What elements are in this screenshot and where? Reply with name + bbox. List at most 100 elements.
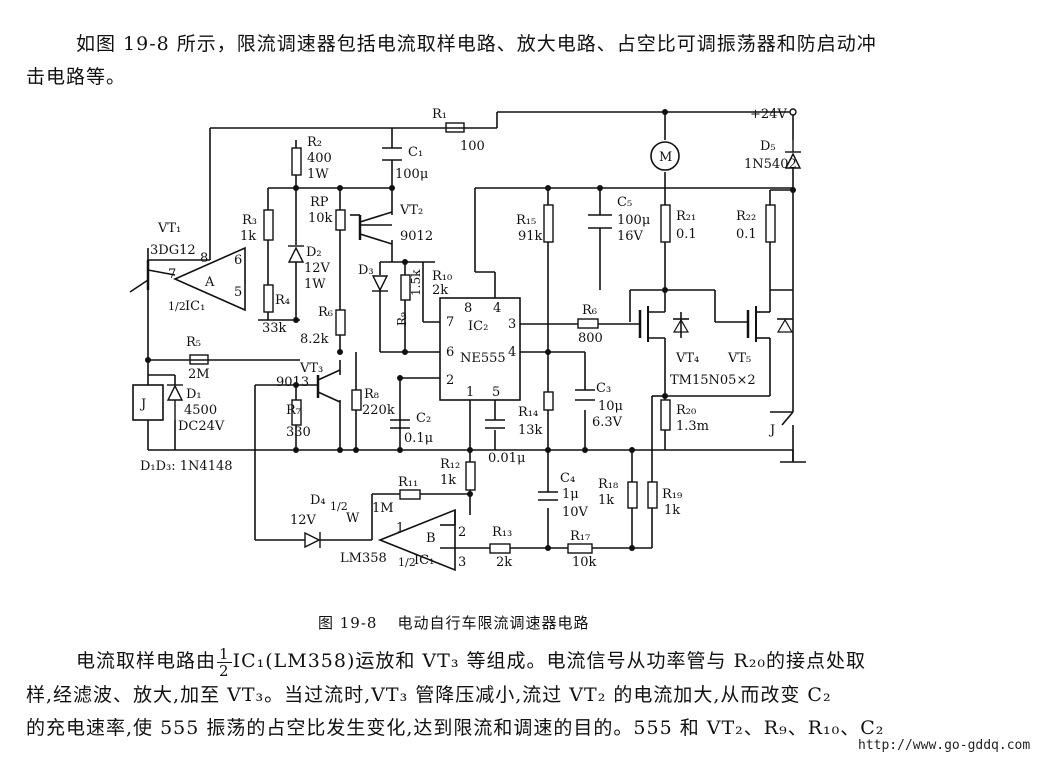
figure-title: 电动自行车限流调速器电路 (397, 614, 590, 632)
label-pin5: 5 (234, 285, 242, 300)
label-r7-value: 330 (286, 425, 311, 440)
label-d2-value: 12V (304, 261, 331, 276)
label-r20: R₂₀ (676, 403, 696, 418)
label-555-pin7: 7 (446, 315, 454, 330)
label-d5-value: 1N5402 (744, 157, 797, 172)
label-c2: C₂ (416, 411, 431, 426)
label-pin3: 3 (458, 555, 466, 570)
label-halfb: 1/2 (398, 556, 416, 569)
label-ic2: IC₂ (468, 319, 488, 334)
label-d4-watt: W (346, 511, 360, 526)
label-c5: C₅ (617, 195, 632, 210)
label-r18: R₁₈ (598, 477, 618, 492)
label-motor: M (659, 150, 672, 165)
label-r6b-value: 8.2k (300, 332, 329, 347)
label-r5-value: 2M (188, 367, 210, 382)
label-rp-value: 10k (308, 211, 333, 226)
label-r12-value: 1k (440, 473, 456, 488)
label-pin8: 8 (200, 251, 208, 266)
label-pin2: 2 (458, 525, 466, 540)
label-r8: R₈ (364, 387, 379, 402)
label-r22: R₂₂ (736, 209, 756, 224)
label-vt3: VT₃ (299, 361, 323, 376)
label-pin1: 1 (396, 521, 404, 536)
label-opamp-a: A (204, 275, 215, 290)
label-r21-value: 0.1 (676, 227, 697, 242)
label-r9: R₉ (395, 312, 409, 326)
label-vt2: VT₂ (399, 203, 423, 218)
label-r2: R₂ (307, 135, 322, 150)
resistors (189, 122, 776, 554)
label-r10: R₁₀ (432, 269, 452, 284)
label-ne555: NE555 (460, 351, 506, 366)
label-r13: R₁₃ (492, 525, 512, 540)
label-r22-value: 0.1 (736, 227, 757, 242)
label-r6-value: 800 (578, 331, 603, 346)
label-d4-value: 12V (290, 513, 317, 528)
intro-line-2: 击电路等。 (26, 66, 127, 88)
junction-dots (145, 108, 797, 551)
label-c4-voltage: 10V (562, 505, 589, 520)
label-d1-value: 4500 (184, 403, 217, 418)
label-vt1-value: 3DG12 (150, 243, 196, 258)
label-r11: R₁₁ (398, 475, 418, 490)
label-opamp-b: B (426, 531, 436, 546)
intro-paragraph: 如图 19-8 所示，限流调速器包括电流取样电路、放大电路、占空比可调振荡器和防… (26, 28, 877, 94)
label-lm358: LM358 (340, 551, 387, 566)
label-r3: R₃ (242, 213, 257, 228)
label-c3-value: 10μ (598, 399, 623, 414)
label-d1-rating: DC24V (178, 419, 225, 434)
label-r4-value: 33k (262, 321, 287, 336)
fraction-denominator: 2 (219, 661, 230, 680)
transistors (129, 211, 794, 403)
label-d5: D₅ (760, 139, 776, 154)
label-r19: R₁₉ (662, 487, 682, 502)
fraction-numerator: 1 (217, 644, 232, 663)
label-rp: RP (310, 195, 329, 210)
label-d2: D₂ (306, 245, 322, 260)
figure-caption: 图 19-8 电动自行车限流调速器电路 (318, 612, 589, 633)
label-vt2-value: 9012 (400, 229, 433, 244)
label-c3-voltage: 6.3V (592, 415, 623, 430)
label-vt1: VT₁ (157, 221, 181, 236)
label-r5: R₅ (186, 335, 201, 350)
component-labels: +24V R₁ 100 R₂ 400 1W C₁ 100μ M D₅ 1N540… (139, 107, 797, 570)
label-d3: D₃ (358, 263, 374, 278)
label-555-pin6: 6 (446, 345, 454, 360)
body-line-2: 样,经滤波、放大,加至 VT₃。当过流时,VT₃ 管降压减小,流过 VT₂ 的电… (26, 683, 832, 706)
capacitors (382, 147, 612, 501)
label-c5-voltage: 16V (617, 229, 644, 244)
label-supply: +24V (750, 107, 787, 122)
relay (132, 384, 806, 463)
label-c-001: 0.01μ (488, 451, 525, 466)
label-r2-power: 1W (307, 167, 329, 182)
label-d1: D₁ (186, 387, 202, 402)
label-r14: R₁₄ (518, 405, 538, 420)
label-c5-value: 100μ (617, 213, 650, 228)
label-r14-value: 13k (518, 423, 543, 438)
label-d4: D₄ (310, 493, 326, 508)
label-d2-power: 1W (304, 277, 326, 292)
label-r21: R₂₁ (676, 209, 696, 224)
label-r20-value: 1.3m (676, 419, 709, 434)
label-r19-value: 1k (664, 503, 680, 518)
label-r15-value: 91k (518, 229, 543, 244)
ic-555 (439, 297, 521, 401)
body-line-1-start: 电流取样电路由 (76, 650, 217, 672)
motor (650, 141, 680, 171)
label-vt4: VT₄ (675, 351, 699, 366)
intro-line-1: 如图 19-8 所示，限流调速器包括电流取样电路、放大电路、占空比可调振荡器和防… (76, 33, 877, 55)
opamps (173, 246, 456, 572)
label-r17-value: 10k (572, 555, 597, 570)
figure-number: 图 19-8 (318, 614, 378, 632)
label-c4: C₄ (560, 471, 575, 486)
label-555-pin3: 3 (508, 317, 516, 332)
label-555-pin1: 1 (466, 385, 474, 400)
label-r4: R₄ (275, 293, 290, 308)
label-r10-value: 2k (432, 283, 448, 298)
body-line-1-end: IC₁(LM358)运放和 VT₃ 等组成。电流信号从功率管与 R₂₀的接点处取 (232, 650, 867, 672)
label-c3: C₃ (596, 381, 611, 396)
label-vt3-value: 9013 (276, 375, 309, 390)
